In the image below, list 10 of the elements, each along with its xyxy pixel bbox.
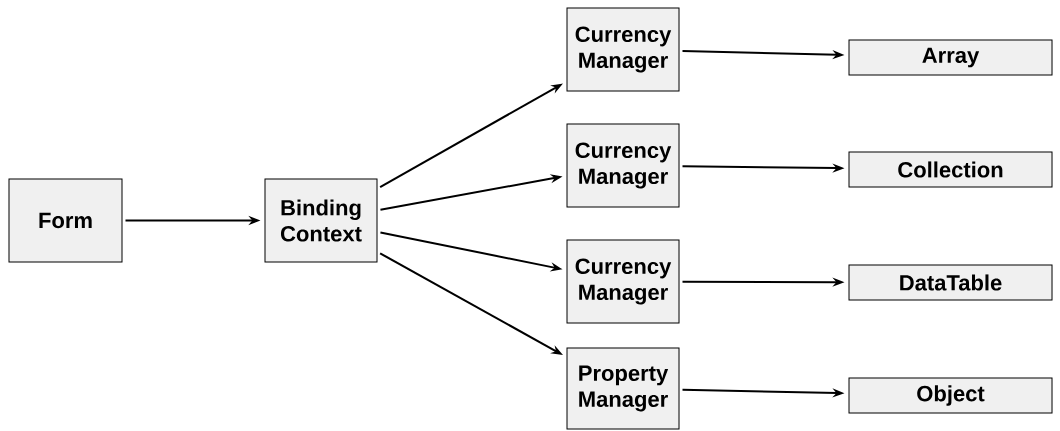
process-box: Currency Manager xyxy=(566,239,680,324)
process-box: Form xyxy=(8,178,123,263)
process-box: Object xyxy=(848,377,1053,414)
process-box: Currency Manager xyxy=(566,123,680,208)
process-box: Collection xyxy=(848,151,1053,188)
process-box: Array xyxy=(848,39,1053,76)
process-box: Binding Context xyxy=(264,178,378,263)
process-box: Currency Manager xyxy=(566,7,680,92)
process-box: DataTable xyxy=(848,264,1053,301)
process-box: Property Manager xyxy=(566,347,680,430)
